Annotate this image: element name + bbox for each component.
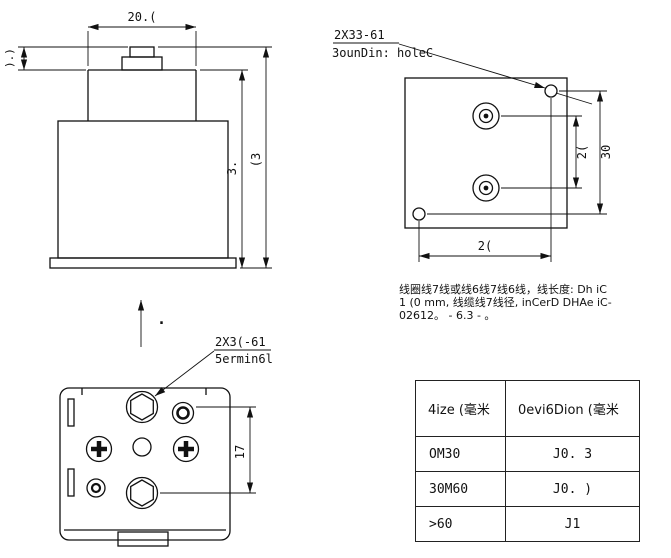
tolerance-table-header-size: 4ize (毫米 — [415, 380, 506, 437]
dim-front-width-label: 20.( — [128, 10, 157, 24]
direction-arrow: . — [137, 300, 166, 347]
cable-note-line3: 02612。 - 6.3 - 。 — [399, 309, 496, 322]
dim-plate-width: 2( — [418, 98, 552, 262]
hex-terminal-bottom — [125, 476, 159, 510]
mounting-hole-callout-subtitle: 3ounDin: holeC — [332, 46, 433, 60]
dim-overall-height-label: (3 — [249, 153, 263, 167]
terminal-leader-line — [154, 350, 215, 397]
side-slot-bottom — [67, 468, 75, 497]
plate-top-view — [404, 77, 568, 229]
mounting-hole-callout-title: 2X33-61 — [334, 28, 385, 42]
dim-terminal-height-label: ).) — [3, 48, 16, 68]
screw-left — [85, 435, 113, 463]
dim-front-width: 20.( — [87, 10, 197, 66]
bushing-bottom-left — [86, 478, 106, 498]
tolerance-table: 4ize (毫米 0evi6Dion (毫米 OM30 J0. 3 30M60 … — [415, 380, 640, 542]
dim-terminal-spacing: 17 — [160, 406, 256, 494]
dim-terminal-height: ).) — [3, 46, 128, 71]
tolerance-table-row: OM30 J0. 3 — [415, 436, 640, 472]
mounting-plate — [404, 77, 568, 229]
mounting-hole-bottom-left — [412, 207, 426, 221]
dim-plate-width-label: 2( — [478, 239, 492, 253]
mounting-hole-top-right — [544, 84, 558, 98]
cable-note-line1: 线圈线7线或线6线7线6线，线长度: Dh iC — [399, 283, 607, 296]
bushing-top-right — [171, 401, 195, 425]
dim-body-height-label: 3. — [225, 161, 239, 175]
size-cell: 30M60 — [415, 471, 506, 507]
terminal-callout-subtitle: 5ermin6l — [215, 352, 273, 366]
dim-front-heights: 3. (3 — [158, 46, 272, 269]
bottom-tab — [117, 531, 169, 547]
tolerance-table-header-row: 4ize (毫米 0evi6Dion (毫米 — [415, 380, 640, 437]
direction-dot: . — [157, 310, 166, 328]
terminal-callout-title: 2X3(-61 — [215, 335, 266, 349]
size-cell: OM30 — [415, 436, 506, 472]
screw-right — [172, 435, 200, 463]
large-hole-top — [472, 102, 500, 130]
dim-hole-spacing: 2( — [501, 115, 589, 189]
dim-hole-spacing-label: 2( — [575, 145, 589, 159]
front-view — [49, 46, 237, 269]
terminal-bottom-view — [59, 387, 231, 547]
large-hole-bottom — [472, 174, 500, 202]
tolerance-table-header-deviation: 0evi6Dion (毫米 — [505, 380, 640, 437]
dim-terminal-spacing-label: 17 — [233, 445, 247, 459]
terminal-callout: 2X3(-61 5ermin6l — [154, 335, 273, 397]
coil-body — [57, 120, 229, 259]
terminal-housing — [59, 387, 231, 541]
dim-plate-height: 30 — [427, 90, 613, 215]
deviation-cell: J1 — [505, 506, 640, 542]
base-flange — [49, 257, 237, 269]
side-slot-top — [67, 398, 75, 427]
deviation-cell: J0. 3 — [505, 436, 640, 472]
center-hole — [132, 437, 152, 457]
size-cell: >60 — [415, 506, 506, 542]
tolerance-table-row: 30M60 J0. ) — [415, 471, 640, 507]
hex-terminal-top — [125, 390, 159, 424]
cable-note: 线圈线7线或线6线7线6线，线长度: Dh iC 1 (0 mm, 线缆线7线径… — [399, 283, 665, 322]
callout-leader-line — [398, 43, 546, 89]
terminal-block — [121, 56, 163, 71]
tolerance-table-row: >60 J1 — [415, 506, 640, 542]
deviation-cell: J0. ) — [505, 471, 640, 507]
terminal-cap — [129, 46, 155, 58]
mounting-hole-callout: 2X33-61 3ounDin: holeC — [332, 28, 593, 105]
dim-plate-height-label: 30 — [599, 145, 613, 159]
cable-note-line2: 1 (0 mm, 线缆线7线径, inCerD DHAe iC- — [399, 296, 612, 309]
